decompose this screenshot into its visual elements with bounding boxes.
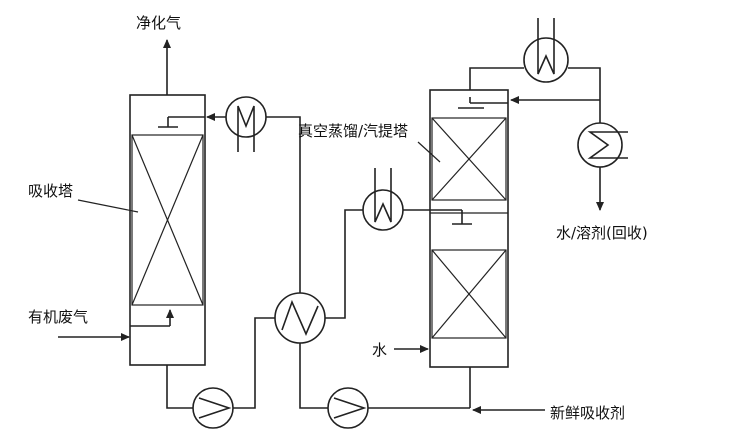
recovered-label: 水/溶剂(回收) xyxy=(556,224,648,242)
exchanger-to-heater-line xyxy=(325,209,363,319)
stripper-overhead-line xyxy=(469,67,524,90)
exchanger-to-pump-line xyxy=(299,343,328,409)
absorber-label: 吸收塔 xyxy=(28,182,73,200)
stripper-reflux-distributor xyxy=(458,97,508,109)
absorber-bottom-line xyxy=(166,365,193,409)
purified-gas-label: 净化气 xyxy=(136,14,181,32)
rich-solvent-pump xyxy=(192,387,234,429)
organic-waste-gas-label: 有机废气 xyxy=(28,308,88,326)
absorber-liquid-distributor xyxy=(158,116,205,128)
absorber-leader-line xyxy=(77,199,139,213)
lean-solvent-cooler xyxy=(225,96,267,152)
lean-solvent-pump xyxy=(327,387,369,429)
condenser-to-cooler-line xyxy=(568,67,601,123)
overhead-condenser xyxy=(523,18,569,83)
stripper-upper-packing-bed xyxy=(431,117,507,201)
water-label: 水 xyxy=(372,341,387,359)
stripper-tower xyxy=(429,89,509,368)
pump-to-exchanger-line xyxy=(233,317,275,409)
fresh-absorbent-label: 新鲜吸收剂 xyxy=(550,404,625,422)
product-cooler xyxy=(577,122,628,168)
absorber-gas-inlet-arrow xyxy=(130,309,174,327)
stripper-shell xyxy=(429,89,509,368)
stripper-lower-packing-bed xyxy=(431,249,507,339)
absorber-tower xyxy=(129,94,206,366)
stripper-label: 真空蒸馏/汽提塔 xyxy=(298,122,408,140)
feed-heater xyxy=(362,168,404,231)
absorber-packing-bed xyxy=(131,134,204,306)
stripper-feed-distributor xyxy=(430,209,472,225)
cross-heat-exchanger xyxy=(274,292,326,344)
exchanger-to-cooler-line xyxy=(266,116,301,293)
stripper-leader-line xyxy=(417,141,441,163)
